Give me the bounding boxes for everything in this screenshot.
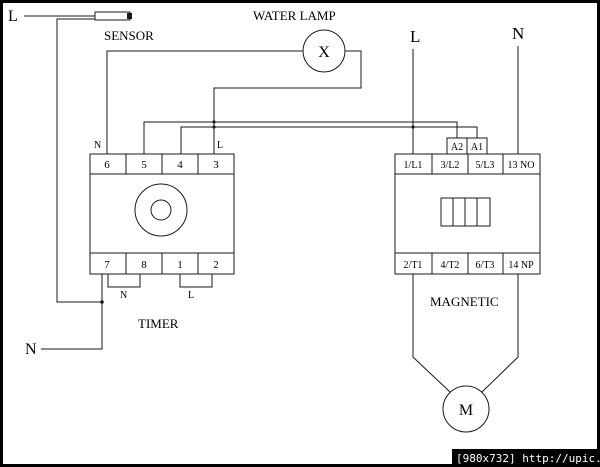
timer4-to-A1-wire: [180, 126, 478, 154]
bottom-L-tag: L: [188, 290, 194, 301]
timer-terminal-5: 5: [141, 159, 147, 171]
bottom-N-tag: N: [120, 290, 127, 301]
timer-terminal-8: 8: [141, 259, 147, 271]
contactor-N-label: N: [512, 24, 524, 43]
timer-terminal-6: 6: [104, 159, 110, 171]
left-N-label: N: [25, 341, 37, 358]
supply-L-label: L: [8, 8, 18, 25]
sensor-tip: [127, 13, 132, 19]
jumper-L: [179, 274, 213, 288]
magnetic-label: MAGNETIC: [430, 294, 499, 309]
motor-lead-left: [412, 274, 451, 393]
contactor-terminal-2T1: 2/T1: [404, 260, 423, 271]
timer-dial-inner: [150, 199, 172, 221]
contactor-terminal-1L1: 1/L1: [404, 160, 423, 171]
water-lamp-x: X: [318, 44, 330, 61]
left-N-wire: [41, 272, 103, 350]
coil-A2-label: A2: [451, 142, 463, 153]
contactor-terminal-4T2: 4/T2: [441, 260, 460, 271]
contactor-terminal-14NP: 14 NP: [508, 260, 534, 271]
junction-dot: [100, 300, 104, 304]
coil-A1-label: A1: [471, 142, 483, 153]
contactor-terminal-6T3: 6/T3: [476, 260, 495, 271]
watermark-text: [980x732] http://upic.me/: [456, 452, 600, 465]
lamp-to-timer6-wire: [106, 50, 303, 154]
contactor-terminal-13NO: 13 NO: [508, 160, 535, 171]
timer-terminal-2: 2: [213, 259, 219, 271]
contactor-L-label: L: [410, 27, 420, 46]
lamp-to-timer3-wire: [213, 50, 362, 154]
contactor-terminal-3L2: 3/L2: [441, 160, 460, 171]
sensor-wire: [56, 18, 102, 303]
jumper-N: [107, 274, 141, 288]
sensor-label: SENSOR: [104, 28, 154, 43]
timer-N-tag: N: [94, 140, 101, 151]
motor-symbol: [442, 385, 490, 433]
watermark-bar: [452, 449, 600, 467]
motor-lead-right: [481, 274, 519, 393]
motor-label: M: [459, 402, 473, 419]
timer5-to-A2-wire: [143, 121, 458, 154]
timer-terminal-7: 7: [104, 259, 110, 271]
timer-L-tag: L: [217, 140, 223, 151]
contactor-terminal-5L3: 5/L3: [476, 160, 495, 171]
timer-terminal-4: 4: [177, 159, 183, 171]
timer-terminal-1: 1: [177, 259, 183, 271]
water-lamp-label: WATER LAMP: [253, 8, 336, 23]
timer-terminal-3: 3: [213, 159, 219, 171]
sensor-body: [94, 11, 131, 21]
junction-dot: [212, 120, 216, 124]
timer-label: TIMER: [138, 316, 179, 331]
junction-dot: [212, 125, 216, 129]
